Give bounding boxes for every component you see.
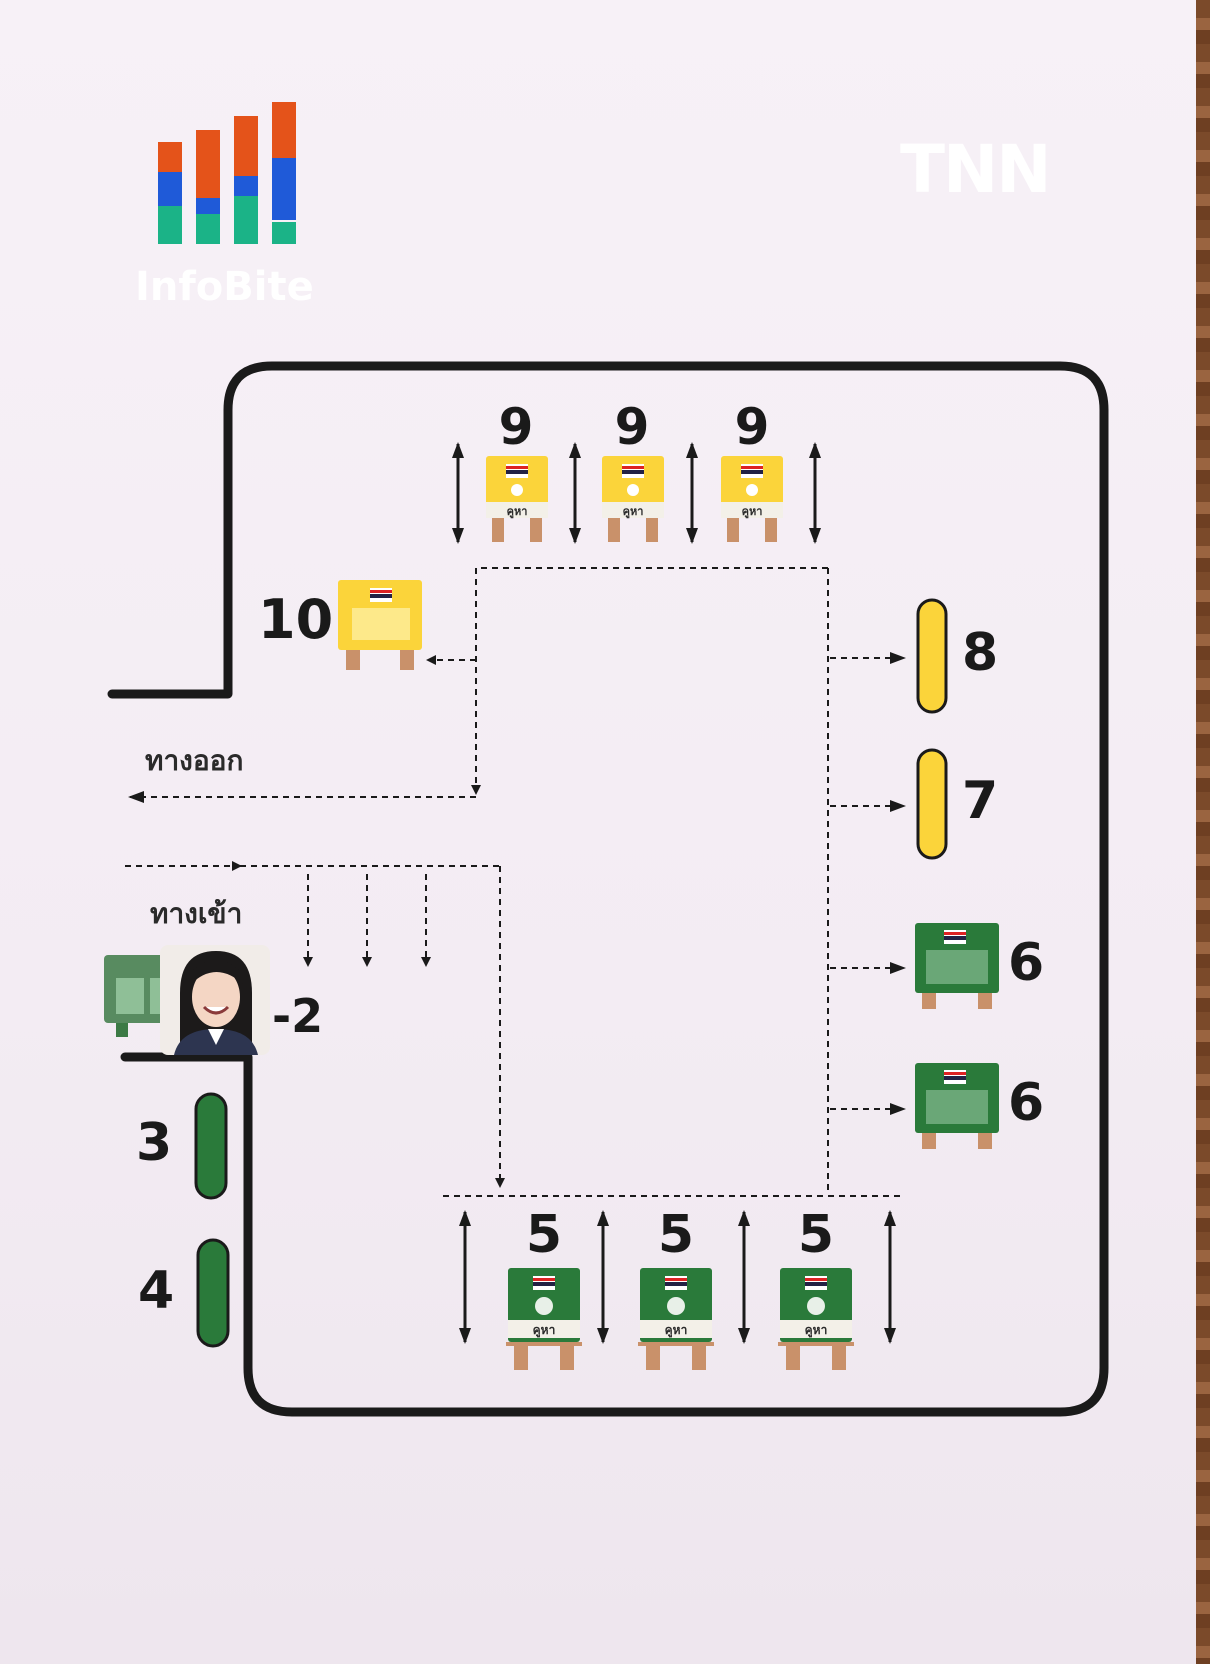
bottom-spacing-arrows: [459, 1210, 896, 1344]
svg-text:คูหา: คูหา: [742, 505, 763, 519]
label-4: 4: [138, 1261, 174, 1321]
official-photo: [160, 945, 270, 1055]
wooden-table-edge: [1196, 0, 1210, 1664]
exit-label: ทางออก: [145, 744, 243, 777]
label-6-a: 6: [1008, 933, 1044, 993]
green-booth-5-b: คูหา: [638, 1268, 714, 1370]
label-7: 7: [962, 771, 998, 831]
logo-text: InfoBite: [135, 264, 314, 310]
label-5-b: 5: [658, 1205, 694, 1265]
yellow-booth-9-c: คูหา: [721, 456, 783, 542]
svg-text:คูหา: คูหา: [623, 505, 644, 519]
yellow-booth-9-b: คูหา: [602, 456, 664, 542]
green-station-3: [194, 1092, 228, 1200]
label-3: 3: [136, 1113, 172, 1173]
green-table-6-b: [915, 1063, 999, 1149]
green-booth-5-a: คูหา: [506, 1268, 582, 1370]
voter-flow-paths: [125, 567, 906, 1197]
label-9-a: 9: [499, 398, 534, 456]
green-booth-5-c: คูหา: [778, 1268, 854, 1370]
label-6-b: 6: [1008, 1073, 1044, 1133]
label-5-a: 5: [526, 1205, 562, 1265]
svg-text:คูหา: คูหา: [533, 1323, 556, 1338]
top-spacing-arrows: [452, 442, 821, 544]
logo-bars-icon: [158, 102, 296, 244]
label-5-c: 5: [798, 1205, 834, 1265]
svg-text:คูหา: คูหา: [805, 1323, 828, 1338]
yellow-station-8: [916, 598, 948, 714]
yellow-booth-9-a: คูหา: [486, 456, 548, 542]
tnn-logo: TNN: [900, 131, 1050, 208]
yellow-ballot-box-10: [338, 580, 422, 670]
svg-text:คูหา: คูหา: [665, 1323, 688, 1338]
room-wall: [107, 361, 1109, 1417]
yellow-station-7: [916, 748, 948, 860]
label-9-b: 9: [615, 398, 650, 456]
entrance-label: ทางเข้า: [150, 897, 242, 930]
green-station-4: [196, 1238, 230, 1348]
label-2: -2: [272, 989, 323, 1043]
svg-text:คูหา: คูหา: [507, 505, 528, 519]
label-9-c: 9: [735, 398, 770, 456]
infobite-logo: InfoBite: [135, 102, 314, 310]
green-table-6-a: [915, 923, 999, 1009]
label-10: 10: [258, 588, 333, 651]
label-8: 8: [962, 623, 998, 683]
